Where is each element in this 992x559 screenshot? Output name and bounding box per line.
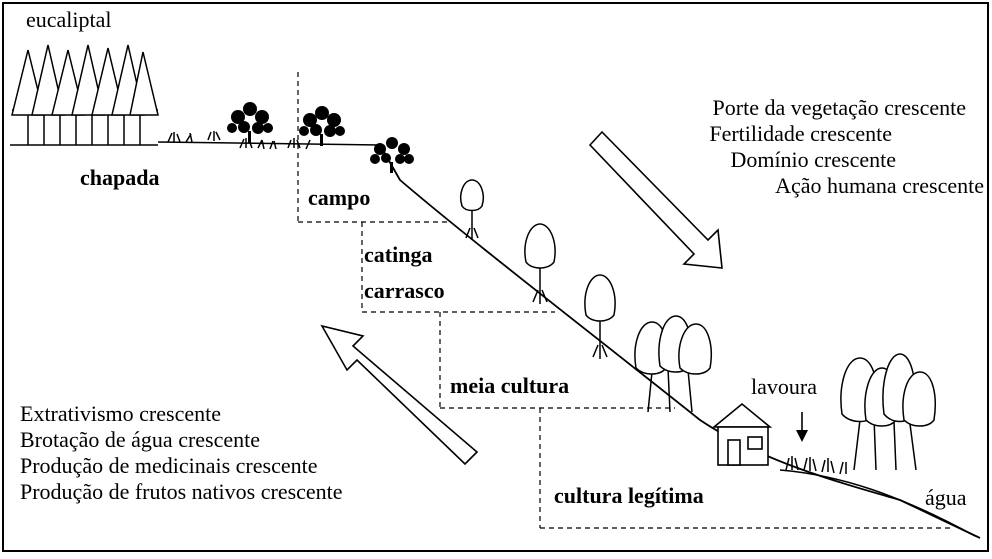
eucaliptal-label: eucaliptal xyxy=(26,7,112,32)
upward-trend-item: Extrativismo crescente xyxy=(20,401,221,426)
shrub-icon xyxy=(227,102,414,173)
downward-trend-item: Porte da vegetação crescente xyxy=(712,95,966,120)
downward-arrow-icon xyxy=(588,130,723,269)
lavoura-pointer-icon xyxy=(796,412,808,442)
upward-trend-item: Produção de frutos nativos crescente xyxy=(20,479,343,504)
upward-trend-item: Brotação de água crescente xyxy=(20,427,261,452)
crop-tuft-icon xyxy=(785,456,847,475)
river-bank-line xyxy=(779,469,976,537)
zone-boundaries xyxy=(297,72,950,529)
cultura-legitima-label: cultura legítima xyxy=(554,483,704,508)
downward-trends-list: Porte da vegetação crescente Fertilidade… xyxy=(604,95,984,199)
upward-trend-item: Produção de medicinais crescente xyxy=(20,453,318,478)
chapada-ground-line xyxy=(157,141,381,146)
catinga-label: catinga xyxy=(364,242,433,267)
diagram-frame xyxy=(2,2,989,552)
upward-trends-list: Extrativismo crescente Brotação de água … xyxy=(20,401,343,505)
carrasco-label: carrasco xyxy=(364,278,445,303)
upward-arrow-icon xyxy=(320,324,479,466)
house-icon xyxy=(711,402,773,466)
meia-cultura-label: meia cultura xyxy=(450,373,570,398)
downward-trend-item: Ação humana crescente xyxy=(775,173,984,198)
eucalyptus-grove-icon xyxy=(10,44,159,146)
downward-trend-item: Domínio crescente xyxy=(730,147,896,172)
grass-tuft-icon xyxy=(167,131,311,150)
chapada-label: chapada xyxy=(80,165,160,190)
campo-label: campo xyxy=(308,185,371,210)
lavoura-label: lavoura xyxy=(751,374,817,399)
tree-icon xyxy=(460,179,936,471)
downward-trend-item: Fertilidade crescente xyxy=(709,121,892,146)
slope-line xyxy=(379,144,981,539)
agua-label: água xyxy=(925,485,967,510)
